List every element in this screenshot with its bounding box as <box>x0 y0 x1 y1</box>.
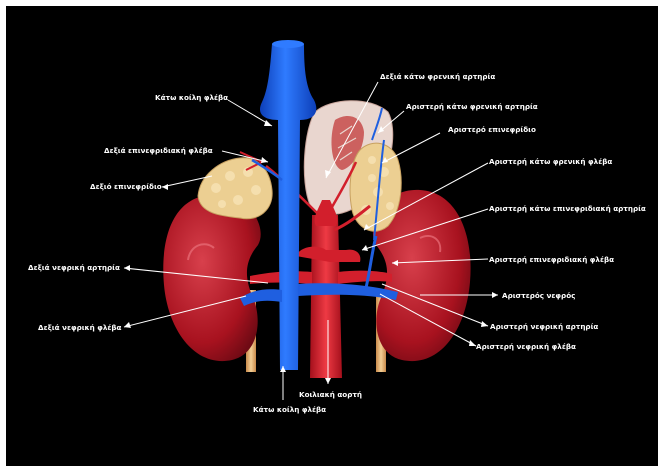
label-left-inferior-phrenic-vein: Αριστερή κάτω φρενική φλέβα <box>489 157 612 166</box>
label-ivc-bottom: Κάτω κοίλη φλέβα <box>253 405 326 414</box>
label-right-inferior-phrenic-artery: Δεξιά κάτω φρενική αρτηρία <box>380 72 495 81</box>
label-left-adrenal-vein: Αριστερή επινεφριδιακή φλέβα <box>489 255 614 264</box>
label-left-inferior-phrenic-artery: Αριστερή κάτω φρενική αρτηρία <box>406 102 538 111</box>
abdominal-aorta <box>310 215 342 378</box>
left-renal-artery <box>338 271 392 284</box>
right-kidney <box>163 195 260 361</box>
label-abdominal-aorta: Κοιλιακή αορτή <box>299 390 362 399</box>
label-right-adrenal: Δεξιό επινεφρίδιο <box>90 182 162 191</box>
label-left-adrenal: Αριστερό επινεφρίδιο <box>448 125 536 134</box>
label-right-renal-vein: Δεξιά νεφρική φλέβα <box>38 323 122 332</box>
label-left-kidney: Αριστερός νεφρός <box>502 291 575 300</box>
label-left-inferior-adrenal-artery: Αριστερή κάτω επινεφριδιακή αρτηρία <box>489 204 646 213</box>
label-left-renal-artery: Αριστερή νεφρική αρτηρία <box>490 322 598 331</box>
label-right-adrenal-vein: Δεξιά επινεφριδιακή φλέβα <box>104 146 213 155</box>
label-left-renal-vein: Αριστερή νεφρική φλέβα <box>476 342 576 351</box>
label-ivc-top: Κάτω κοίλη φλέβα <box>155 93 228 102</box>
label-right-renal-artery: Δεξιά νεφρική αρτηρία <box>28 263 120 272</box>
